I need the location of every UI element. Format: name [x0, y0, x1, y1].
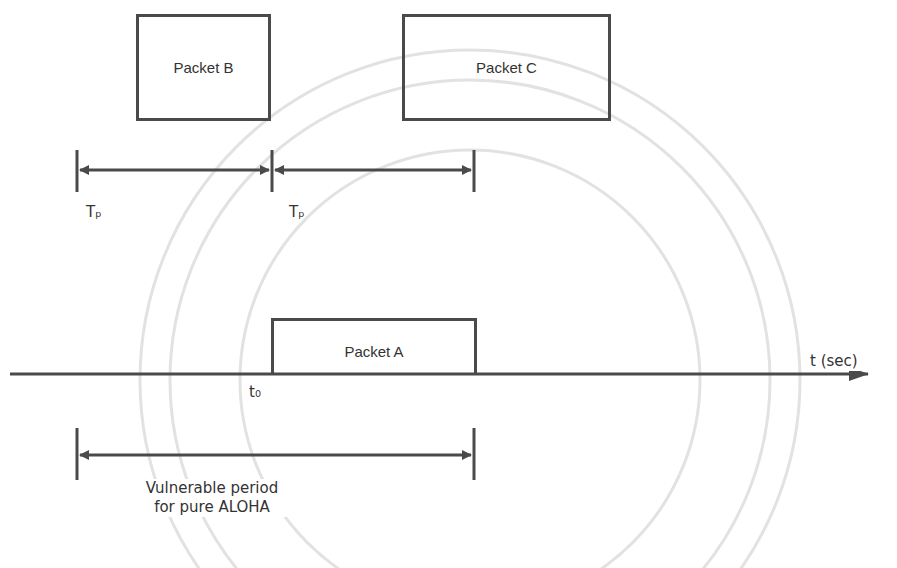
period-label: Tₚ [289, 203, 305, 222]
packet-pulse: Packet A [271, 318, 477, 374]
packet-name: Packet B [173, 59, 233, 76]
packet-name: Packet C [476, 59, 537, 76]
period-label: Tₚ [86, 203, 102, 222]
time-label: t₀ [247, 383, 263, 402]
vulnerable-period-label: Vulnerable period for pure ALOHA [135, 479, 289, 517]
vulnerable-dimension [77, 428, 474, 480]
axis-label: t (sec) [808, 352, 860, 371]
packet-box: Packet B [136, 14, 271, 121]
packet-box: Packet C [402, 14, 611, 121]
time-axis [10, 373, 868, 376]
tp-dimension [77, 150, 474, 192]
packet-name: Packet A [344, 343, 403, 360]
